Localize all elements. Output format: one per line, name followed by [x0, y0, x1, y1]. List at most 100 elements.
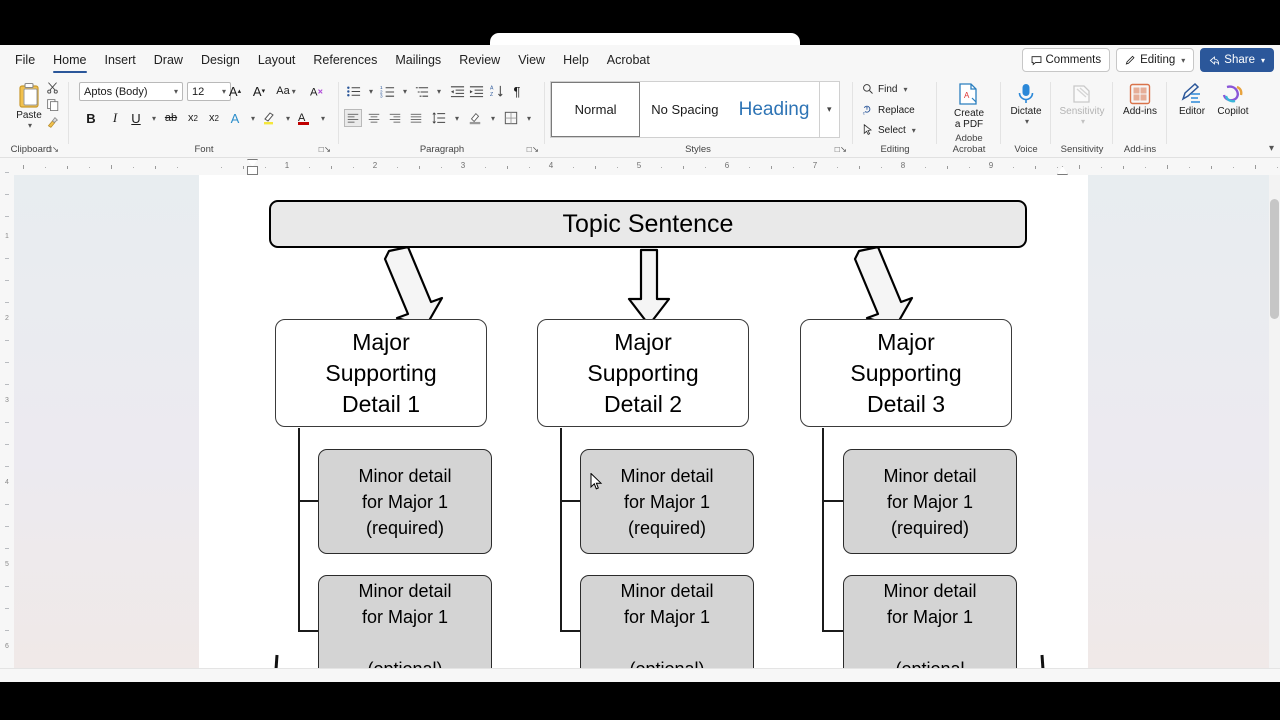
text-highlight-button[interactable] [260, 109, 278, 127]
line-spacing-button[interactable] [430, 109, 448, 127]
bold-button[interactable]: B [86, 110, 96, 126]
bullets-chevron[interactable]: ▾ [361, 82, 379, 100]
sort-button[interactable]: A Z [488, 82, 506, 100]
addins-button[interactable]: Add-ins [1118, 82, 1162, 117]
align-right-button[interactable] [386, 109, 404, 127]
left-indent-marker[interactable] [247, 166, 258, 175]
shrink-font-button[interactable]: A▾ [252, 83, 266, 99]
underline-button[interactable]: U [131, 110, 141, 126]
decrease-indent-button[interactable] [448, 82, 466, 100]
text-effects-chevron[interactable]: ▾ [243, 109, 261, 127]
tab-layout[interactable]: Layout [257, 53, 296, 67]
group-editing: Find ▾ b c Replace Select ▾ [856, 76, 934, 157]
numbering-button[interactable]: 1 2 3 [378, 82, 396, 100]
style-normal[interactable]: Normal [551, 82, 641, 137]
align-left-button[interactable] [344, 109, 362, 127]
grow-font-button[interactable]: A▴ [228, 83, 242, 99]
bullets-button[interactable] [344, 82, 362, 100]
dictate-button[interactable]: Dictate ▾ [1006, 82, 1046, 126]
cut-button[interactable] [46, 81, 59, 94]
scrollbar-thumb[interactable] [1270, 199, 1279, 319]
shading-button[interactable] [466, 109, 484, 127]
align-center-button[interactable] [365, 109, 383, 127]
arrow-to-major-2 [627, 248, 671, 327]
tab-help[interactable]: Help [563, 53, 589, 67]
tab-view[interactable]: View [518, 53, 546, 67]
justify-button[interactable] [407, 109, 425, 127]
tab-home[interactable]: Home [44, 45, 95, 76]
borders-chevron[interactable]: ▾ [519, 109, 537, 127]
tab-acrobat[interactable]: Acrobat [606, 53, 650, 67]
line-spacing-chevron[interactable]: ▾ [447, 109, 465, 127]
tab-file[interactable]: File [15, 53, 36, 67]
editor-button[interactable]: Editor [1172, 82, 1212, 117]
font-color-chevron[interactable]: ▾ [313, 109, 331, 127]
style-heading[interactable]: Heading [729, 82, 818, 137]
editing-mode-button[interactable]: Editing ▾ [1116, 48, 1195, 72]
multilevel-chevron[interactable]: ▾ [429, 82, 447, 100]
italic-button[interactable]: I [112, 110, 118, 125]
vertical-ruler[interactable]: 1 2 3 4 5 6 [0, 158, 15, 683]
voice-group-label: Voice [1014, 144, 1038, 155]
collapse-ribbon-button[interactable]: ▾ [1268, 143, 1274, 154]
copy-button[interactable] [46, 98, 59, 111]
style-no-spacing[interactable]: No Spacing [640, 82, 729, 137]
change-case-button[interactable]: Aa ▾ [276, 85, 296, 97]
show-formatting-marks-button[interactable]: ¶ [513, 83, 521, 99]
topic-sentence-box[interactable]: Topic Sentence [269, 200, 1027, 248]
tab-design[interactable]: Design [200, 53, 240, 67]
font-dialog-launcher[interactable]: □↘ [318, 144, 331, 154]
right-indent-marker[interactable] [1057, 166, 1068, 175]
styles-more-button[interactable]: ▾ [818, 82, 839, 137]
sensitivity-button[interactable]: Sensitivity ▾ [1058, 82, 1106, 126]
replace-button[interactable]: b c Replace [862, 104, 915, 116]
comments-button[interactable]: Comments [1021, 48, 1111, 72]
styles-dialog-launcher[interactable]: □↘ [834, 144, 847, 154]
select-button[interactable]: Select ▾ [862, 124, 916, 136]
font-size-combobox[interactable]: 12 ▾ [187, 82, 231, 101]
format-painter-button[interactable] [46, 116, 59, 129]
text-effects-button[interactable]: A [230, 110, 240, 126]
underline-options-chevron[interactable]: ▾ [144, 109, 162, 127]
line-spacing-icon [432, 112, 446, 124]
addins-label: Add-ins [1123, 106, 1157, 117]
share-button[interactable]: Share ▾ [1200, 48, 1274, 72]
tab-draw[interactable]: Draw [153, 53, 183, 67]
borders-button[interactable] [502, 109, 520, 127]
tab-review[interactable]: Review [459, 53, 501, 67]
find-button[interactable]: Find ▾ [862, 83, 907, 95]
strikethrough-button[interactable]: ab [164, 112, 178, 124]
clear-formatting-button[interactable]: A [308, 82, 326, 100]
highlight-chevron[interactable]: ▾ [278, 109, 296, 127]
tab-mailings[interactable]: Mailings [395, 53, 442, 67]
paste-button[interactable]: Paste ▾ [8, 82, 50, 130]
numbering-chevron[interactable]: ▾ [395, 82, 413, 100]
increase-indent-button[interactable] [467, 82, 485, 100]
styles-gallery[interactable]: Normal No Spacing Heading ▾ [550, 81, 840, 138]
tab-insert[interactable]: Insert [104, 53, 136, 67]
font-name-combobox[interactable]: Aptos (Body) ▾ [79, 82, 183, 101]
create-pdf-button[interactable]: A Create a PDF [944, 82, 994, 130]
copilot-button[interactable]: Copilot [1210, 82, 1256, 117]
font-color-button[interactable]: A [295, 109, 313, 127]
clipboard-dialog-launcher[interactable]: □↘ [46, 144, 59, 154]
shading-chevron[interactable]: ▾ [483, 109, 501, 127]
multilevel-list-button[interactable] [412, 82, 430, 100]
tab-references[interactable]: References [313, 53, 378, 67]
vertical-scrollbar[interactable] [1269, 175, 1280, 683]
paragraph-dialog-launcher[interactable]: □↘ [526, 144, 539, 154]
replace-label: Replace [878, 104, 915, 116]
